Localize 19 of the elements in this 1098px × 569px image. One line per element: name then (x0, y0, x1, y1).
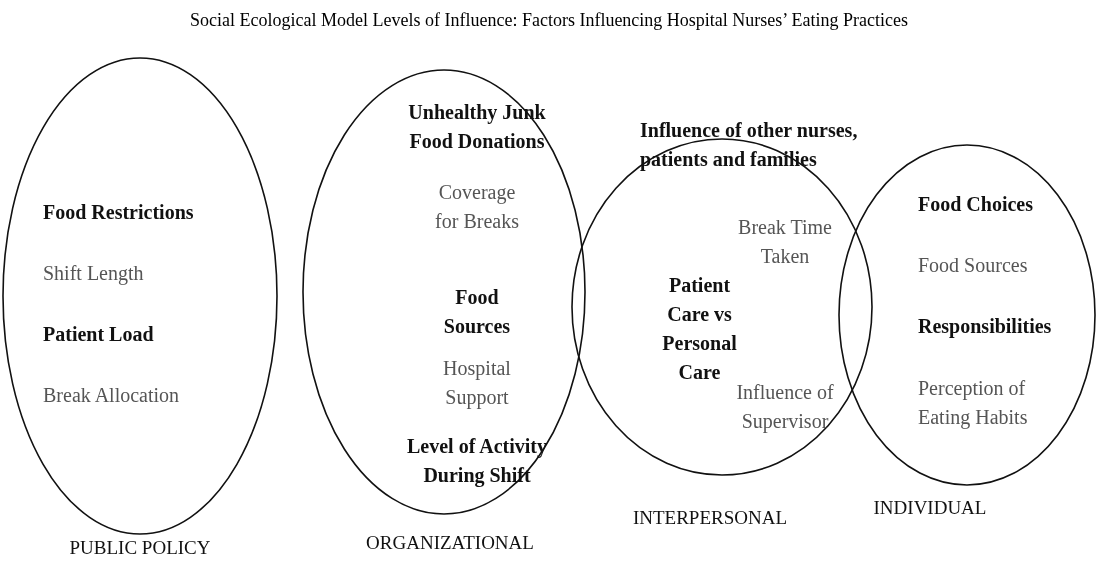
factor-text: Coverage for Breaks (434, 180, 520, 234)
factor-text: Break Time Taken (737, 215, 833, 269)
factor-text: Responsibilities (918, 314, 1053, 340)
level-heading: PUBLIC POLICY (68, 536, 212, 560)
factor-text: Food Sources (442, 285, 512, 339)
diagram-title: Social Ecological Model Levels of Influence: Factors Influencing Hospital Nurses’ Eating Practices (189, 10, 909, 31)
factor-text: Perception of Eating Habits (918, 376, 1029, 431)
factor-text: Break Allocation (43, 383, 181, 408)
factor-text: Food Restrictions (43, 200, 195, 225)
level-heading: INTERPERSONAL (631, 506, 789, 530)
factor-text: Food Sources (918, 253, 1029, 278)
level-heading: INDIVIDUAL (872, 496, 988, 520)
factor-text: Shift Length (43, 261, 145, 287)
factor-text: Patient Load (43, 322, 155, 347)
factor-text: Patient Care vs Personal Care (661, 273, 737, 385)
level-heading: ORGANIZATIONAL (365, 531, 535, 555)
factor-text: Hospital Support (442, 356, 512, 411)
factor-text: Influence of Supervisor (735, 380, 835, 435)
factor-text: Food Choices (918, 192, 1034, 217)
